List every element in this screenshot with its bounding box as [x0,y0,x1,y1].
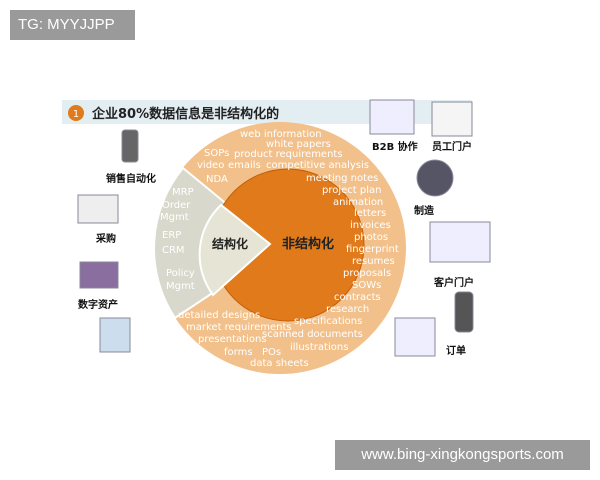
phone-icon [454,291,474,333]
structured-label: 结构化 [212,236,248,251]
diagram-item: CRM [162,245,185,256]
diagram-item: contracts [334,292,381,303]
diagram-item: meeting notes [306,173,378,184]
order-icon [394,317,436,357]
structured-wedge [198,203,272,297]
diagram-item: market requirements [186,322,292,333]
title-number-badge [68,105,84,121]
diagram-item: research [326,304,369,315]
diagram-item: resumes [352,256,395,267]
diagram-item: letters [354,208,386,219]
diagram-item: data sheets [250,358,309,369]
label-employee-portal: 员工门户 [432,142,472,153]
diagram-item: emails [228,160,261,171]
portal-screen-icon [431,101,473,137]
diagram-item: invoices [350,220,391,231]
diagram-item: NDA [206,174,228,185]
diagram-item: MRP [172,187,194,198]
diagram-item: Mgmt [160,212,189,223]
label-customer-portal: 客户门户 [434,278,474,289]
diagram-item: fingerprint [346,244,399,255]
customer-portal-icon [429,221,491,263]
diagram-item: presentations [198,334,267,345]
label-sales-automation: 销售自动化 [106,174,156,185]
label-b2b: B2B 协作 [372,142,418,153]
diagram-item: detailed designs [178,310,260,321]
diagram-item: ERP [162,230,181,241]
diagram-item: forms [224,347,253,358]
diagram-item: SOWs [352,280,381,291]
diagram-item: photos [354,232,388,243]
diagram-item: Order [162,200,191,211]
diagram-item: product requirements [234,149,343,160]
system-icons [77,99,491,357]
person-icon [99,317,131,353]
diagram-item: proposals [343,268,391,279]
diagram-item: Mgmt [166,281,195,292]
watermark-top: TG: MYYJJPP [10,10,135,40]
pda-icon [121,129,139,163]
diagram-item: competitive analysis [266,160,369,171]
b2b-screen-icon [369,99,415,135]
title-number: 1 [73,109,79,120]
diagram-item: scanned documents [262,329,363,340]
diagram-item: Policy [166,268,195,279]
diagram-item: video [197,160,224,171]
diagram-item: illustrations [290,342,348,353]
diagram-item: animation [333,197,383,208]
diagram-item: SOPs [204,148,229,159]
label-manufacturing: 制造 [414,206,434,217]
factory-icon [416,159,454,197]
unstructured-label: 非结构化 [282,236,334,252]
label-procurement: 采购 [96,234,116,245]
diagram-item: web information [240,129,322,140]
screen-icon [77,194,119,224]
media-icon [79,261,119,289]
diagram-item: specifications [294,316,362,327]
diagram-item: project plan [322,185,381,196]
watermark-bottom: www.bing-xingkongsports.com [335,440,590,470]
diagram-title: 企业80%数据信息是非结构化的 [91,106,279,122]
diagram-item: white papers [266,139,331,150]
diagram-item: POs [262,347,281,358]
label-digital-assets: 数字资产 [78,300,118,311]
label-orders: 订单 [446,346,466,357]
